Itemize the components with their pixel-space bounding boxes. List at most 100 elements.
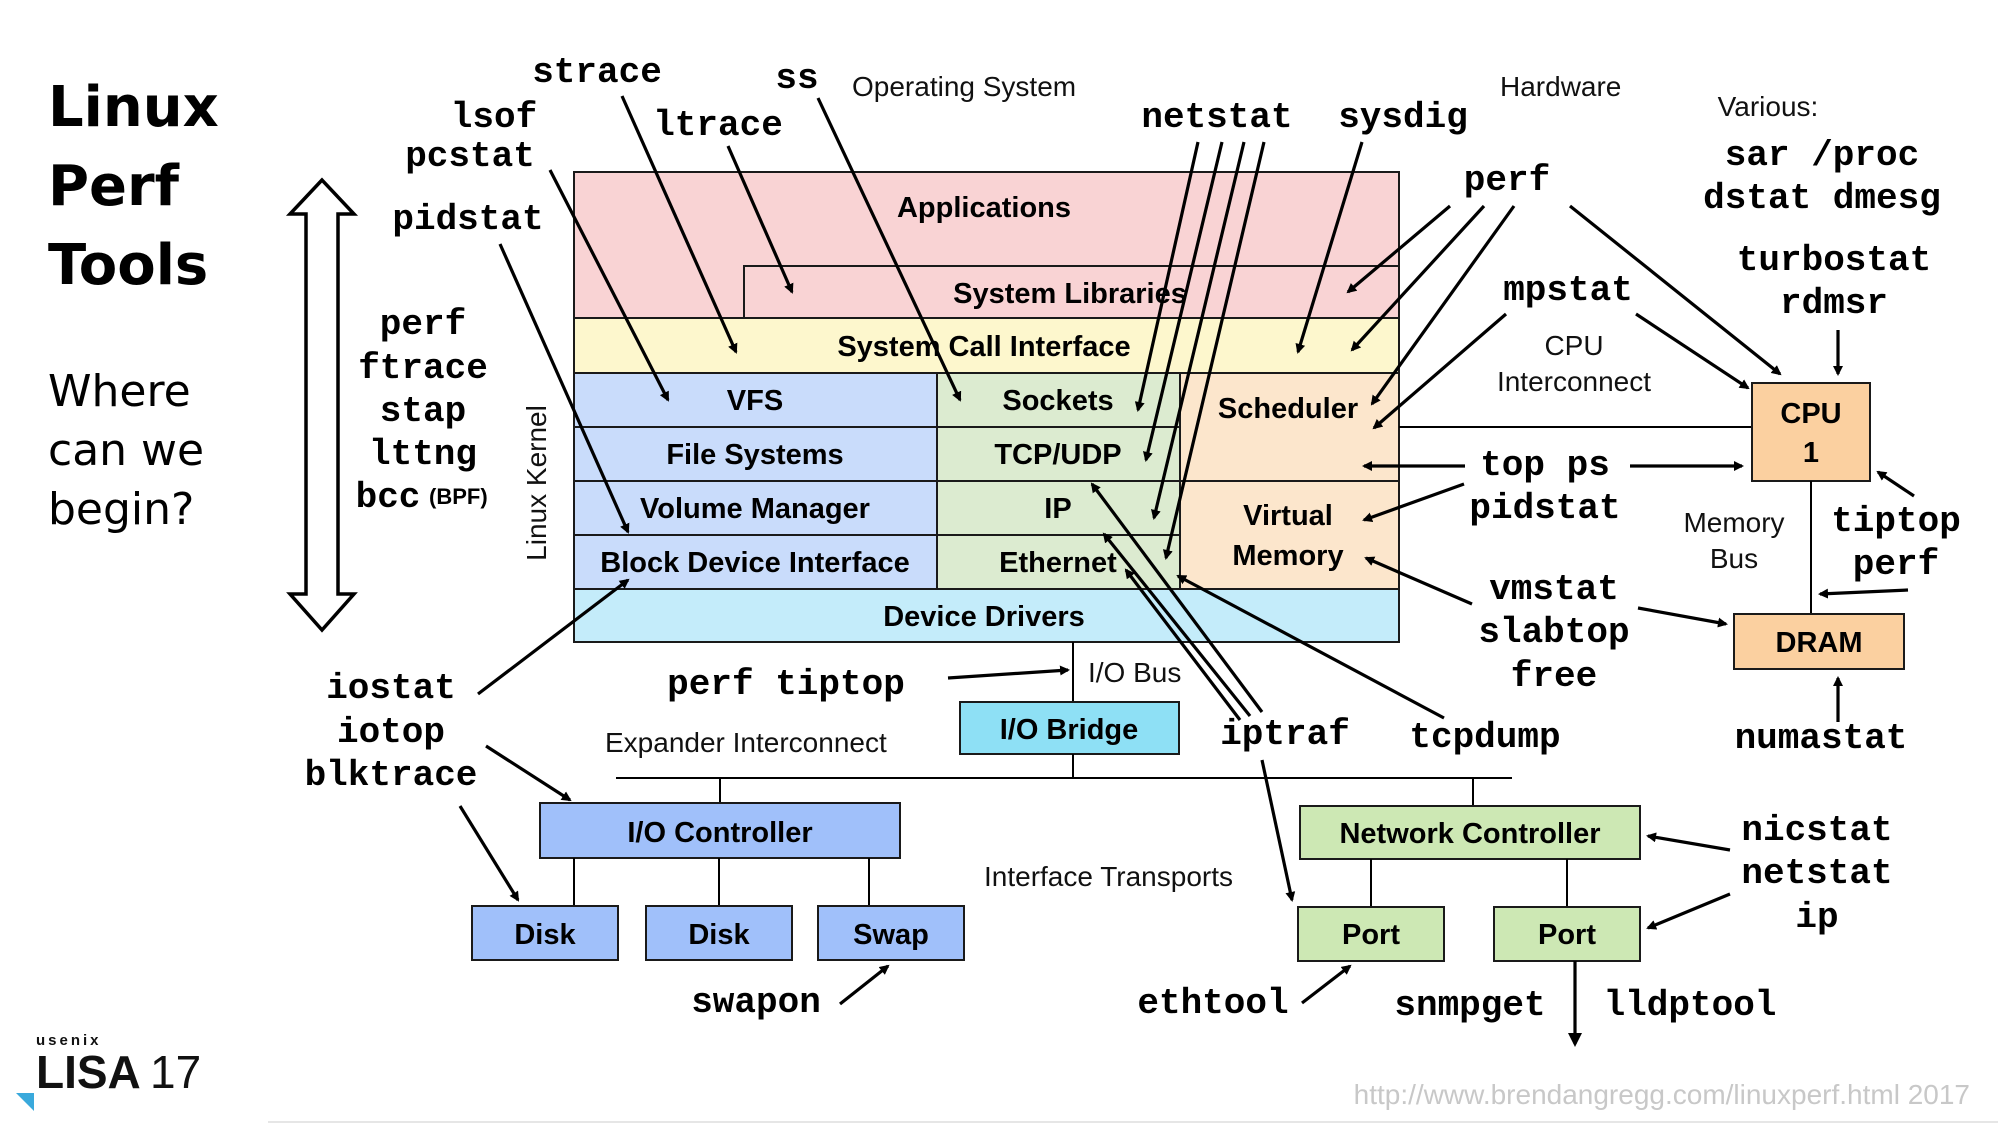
network-controller-label: Network Controller — [1339, 818, 1600, 850]
arrow-iptraf-port — [1260, 759, 1296, 902]
tool-lldptool: lldptool — [1604, 985, 1777, 1026]
tool-perf-left: perf — [380, 304, 466, 345]
arrow-perf-tiptop — [947, 665, 1070, 680]
tool-netstat-nic: netstat — [1741, 853, 1892, 894]
tool-ftrace: ftrace — [358, 348, 488, 389]
tool-nicstat: nicstat — [1741, 810, 1892, 851]
device-drivers-label: Device Drivers — [883, 601, 1085, 633]
arrow-iptraf-eth — [1124, 568, 1242, 721]
tool-dstat-dmesg: dstat dmesg — [1703, 178, 1941, 219]
cpu-interconnect-label-1: CPU — [1544, 330, 1603, 361]
tool-pcstat: pcstat — [405, 136, 535, 177]
interface-transports-label: Interface Transports — [984, 861, 1233, 892]
tool-lsof: lsof — [451, 97, 537, 138]
tool-vmstat: vmstat — [1489, 569, 1619, 610]
network-controller-box — [1299, 805, 1641, 860]
arrow-iostat — [477, 578, 630, 696]
tool-mpstat: mpstat — [1503, 270, 1633, 311]
swap-label: Swap — [853, 919, 929, 951]
arrow-tiptop-cpu — [1876, 470, 1915, 498]
expander-interconnect-label: Expander Interconnect — [605, 727, 887, 758]
io-controller-box — [539, 802, 901, 859]
cpu-label: CPU — [1780, 398, 1841, 430]
port2-label: Port — [1538, 919, 1596, 951]
virtual-memory-label-2: Memory — [1232, 540, 1343, 572]
dram-label: DRAM — [1776, 627, 1863, 659]
cpu-box — [1751, 382, 1871, 482]
arrow-netstat-2 — [1142, 141, 1224, 462]
virtual-memory-label-1: Virtual — [1243, 500, 1333, 532]
arrow-vmstat-dram — [1637, 606, 1728, 628]
bpf-note: (BPF) — [429, 484, 488, 509]
disk1-label: Disk — [514, 919, 576, 951]
arrow-tcpdump — [1176, 574, 1445, 720]
tool-sysdig: sysdig — [1338, 97, 1468, 138]
tool-free: free — [1511, 656, 1597, 697]
arrow-perf-syscall — [1350, 204, 1486, 352]
tool-perf-hw: perf — [1464, 160, 1550, 201]
file-systems-box — [573, 426, 938, 482]
arrow-ss — [816, 97, 962, 402]
tool-pidstat-mid: pidstat — [1469, 488, 1620, 529]
swap-box — [817, 905, 965, 961]
arrow-mpstat-sched — [1372, 312, 1508, 430]
arrow-perf-sched — [1370, 205, 1516, 406]
tool-perf-cpu: perf — [1853, 544, 1939, 585]
tool-bcc: bcc — [356, 477, 421, 518]
tool-iostat: iostat — [326, 668, 456, 709]
logo-usenix: usenix — [36, 1032, 102, 1049]
io-bridge-box — [959, 701, 1180, 755]
logo-corner-mark — [16, 1093, 34, 1111]
tool-turbostat: turbostat — [1737, 240, 1931, 281]
memory-bus-label-1: Memory — [1683, 507, 1784, 538]
syscall-interface-label: System Call Interface — [837, 331, 1130, 363]
arrow-pidstat — [498, 243, 630, 534]
stack-double-arrow — [285, 177, 359, 633]
dram-box — [1733, 613, 1905, 670]
arrow-mpstat-cpu — [1635, 312, 1750, 390]
slide-title: Linux Perf Tools — [48, 75, 219, 298]
volume-manager-label: Volume Manager — [640, 493, 870, 525]
tool-sar-proc: sar /proc — [1725, 135, 1919, 176]
arrow-perf-libs — [1346, 204, 1452, 294]
tool-numastat: numastat — [1735, 718, 1908, 759]
syscall-interface-box — [573, 317, 1400, 374]
port1-label: Port — [1342, 919, 1400, 951]
os-section-label: Operating System — [852, 71, 1076, 102]
file-systems-label: File Systems — [666, 439, 843, 471]
arrow-pidstat-vm — [1362, 482, 1465, 522]
sockets-label: Sockets — [1002, 385, 1113, 417]
tool-ss: ss — [775, 58, 818, 99]
ip-label: IP — [1044, 493, 1071, 525]
linux-kernel-label: Linux Kernel — [521, 405, 552, 561]
tool-iptraf: iptraf — [1220, 714, 1350, 755]
tool-snmpget: snmpget — [1394, 985, 1545, 1026]
arrow-strace — [620, 95, 738, 354]
vfs-box — [573, 372, 938, 428]
memory-bus-label-2: Bus — [1710, 543, 1758, 574]
device-drivers-box — [573, 588, 1400, 643]
port2-box — [1493, 906, 1641, 962]
arrow-swapon — [839, 964, 890, 1006]
arrow-netstat-port — [1646, 892, 1731, 930]
tool-tiptop: tiptop — [1831, 501, 1961, 542]
block-device-label: Block Device Interface — [600, 547, 909, 579]
arrow-iptraf-tcp — [1090, 482, 1264, 713]
arrow-nicstat — [1646, 832, 1731, 852]
logo-year: 17 — [150, 1046, 201, 1098]
tool-blktrace: blktrace — [305, 755, 478, 796]
scheduler-label: Scheduler — [1218, 393, 1358, 425]
disk2-box — [645, 905, 793, 961]
slide-subtitle: Where can we begin? — [48, 366, 205, 535]
tool-arrows — [458, 95, 1915, 1047]
tool-rdmsr: rdmsr — [1780, 283, 1888, 324]
ethernet-label: Ethernet — [999, 547, 1117, 579]
tool-lttng: lttng — [369, 434, 477, 475]
tool-ltrace: ltrace — [653, 105, 783, 146]
tool-ip: ip — [1795, 897, 1838, 938]
arrow-netstat-4 — [1162, 141, 1266, 560]
cpu-interconnect-label-2: Interconnect — [1497, 366, 1651, 397]
arrow-ltrace — [726, 145, 794, 294]
tool-swapon: swapon — [691, 982, 821, 1023]
